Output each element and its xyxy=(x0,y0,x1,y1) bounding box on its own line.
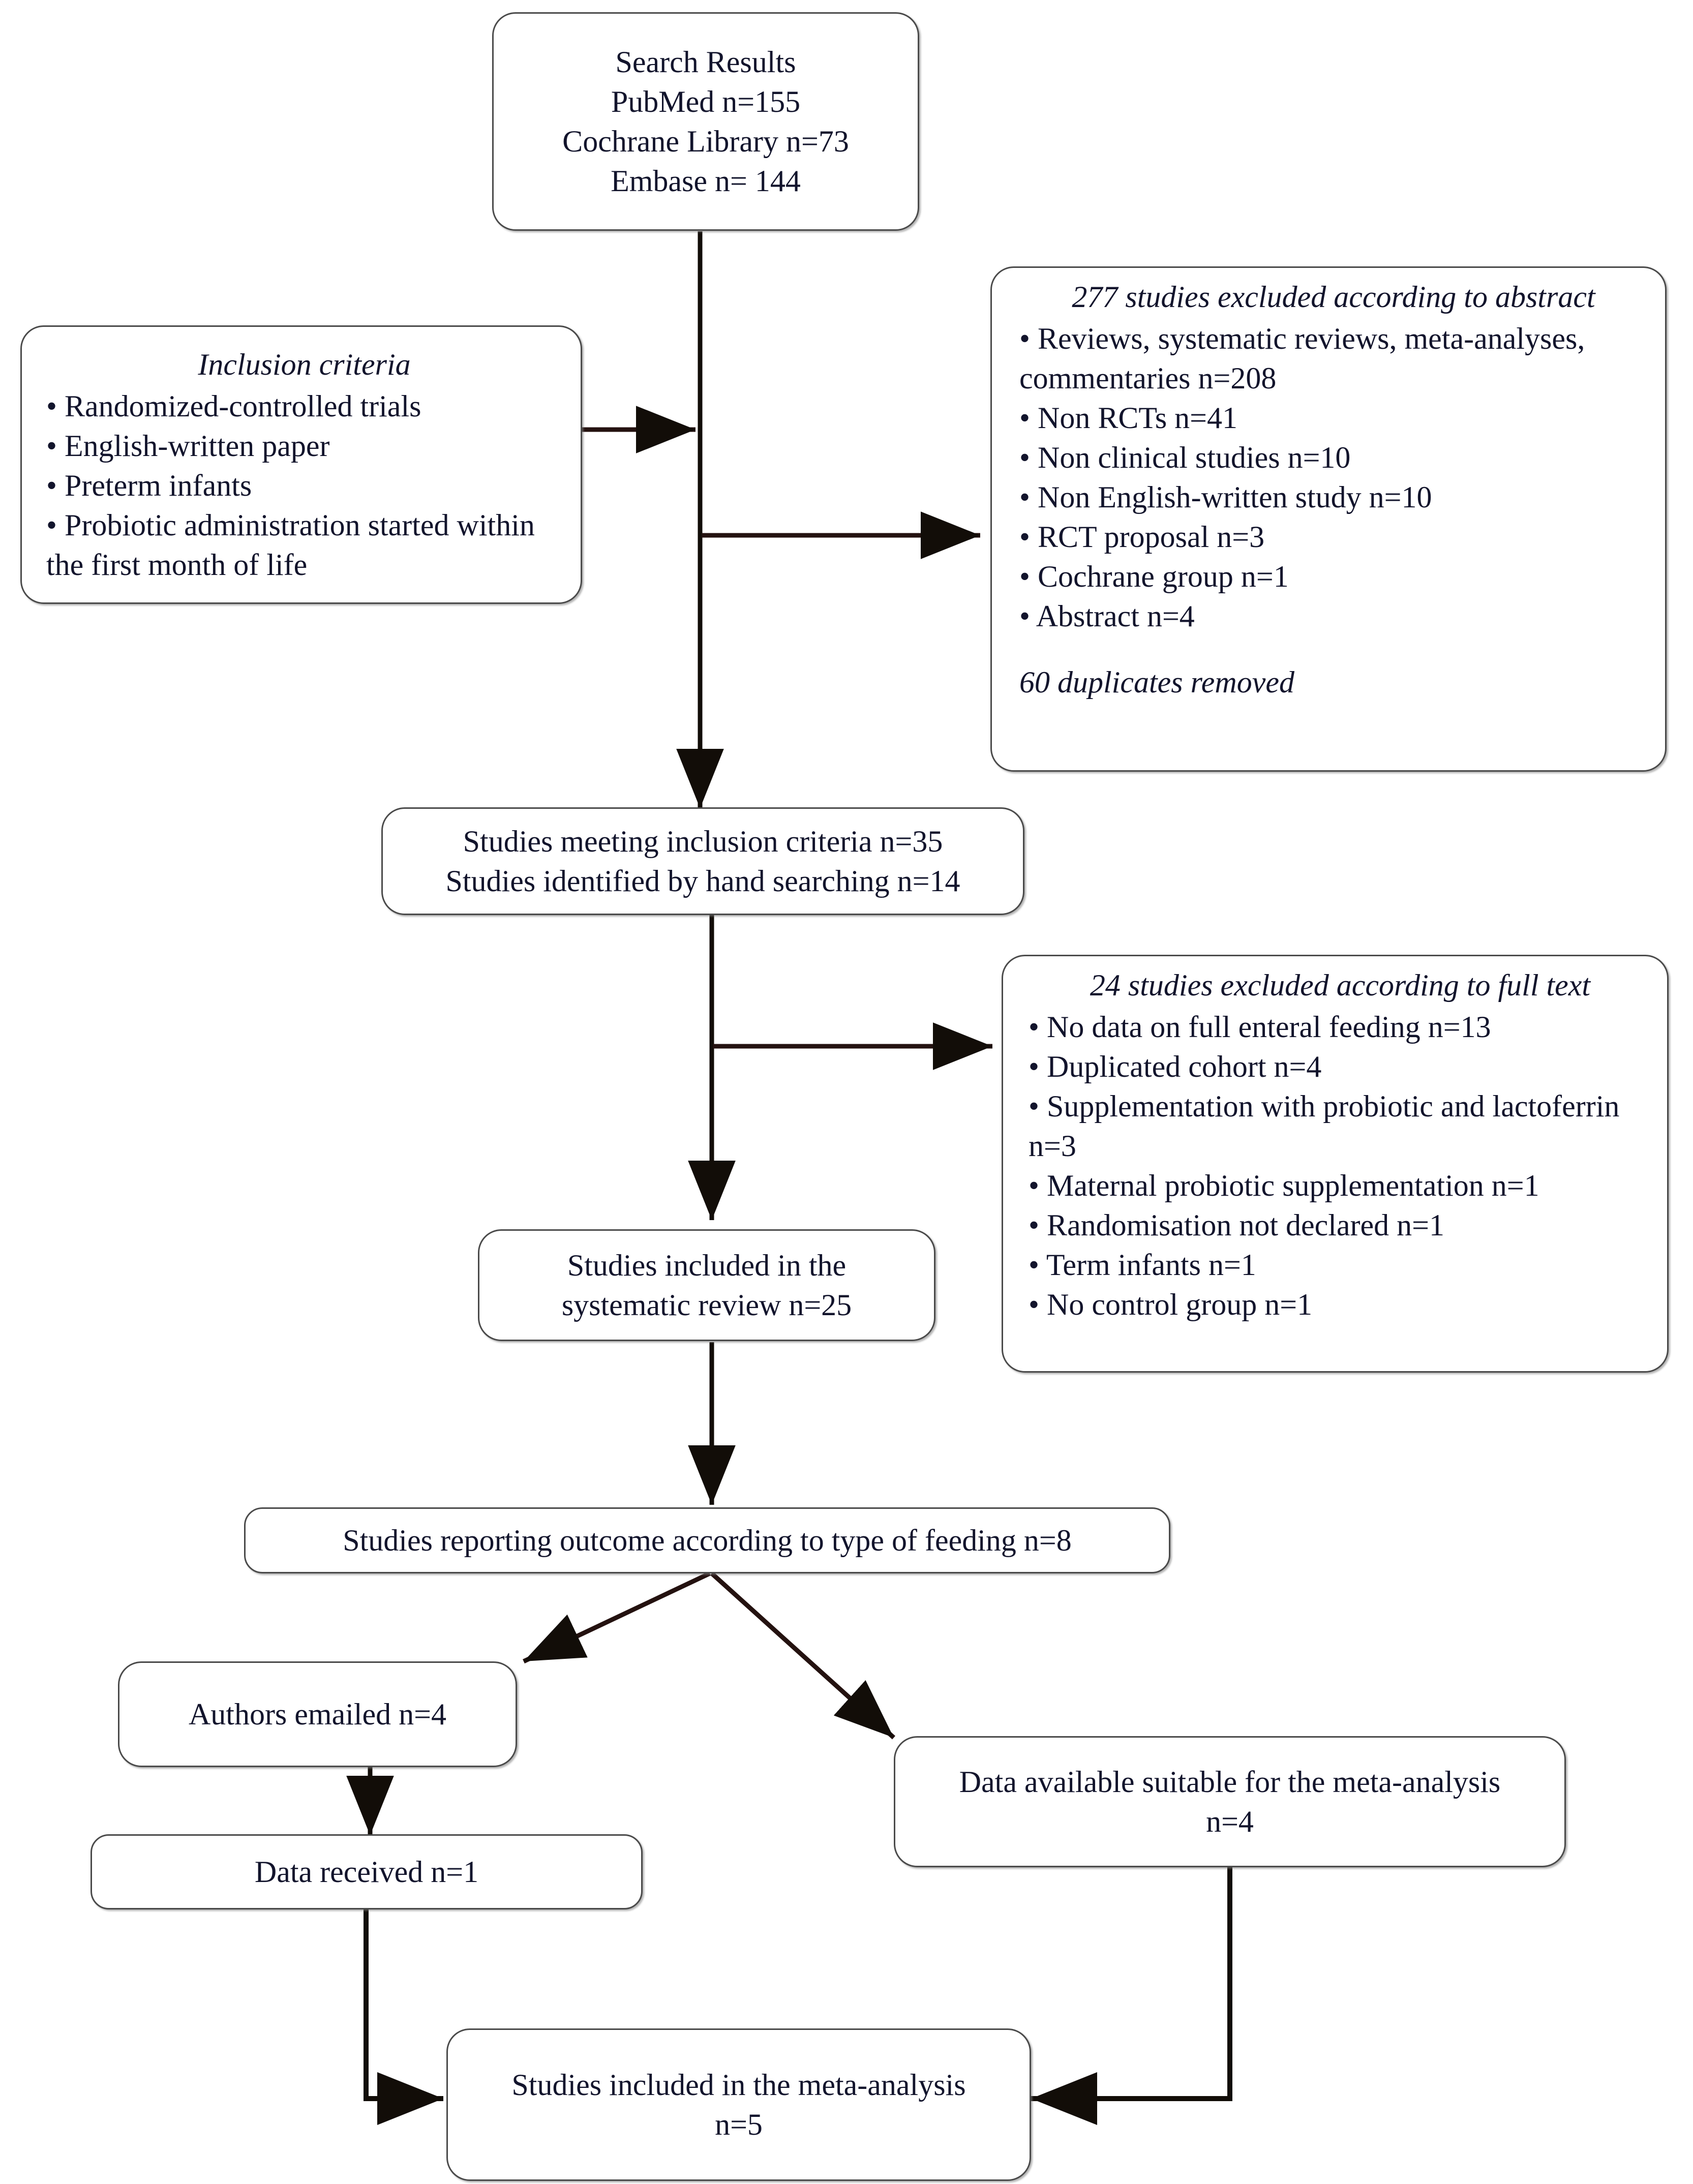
edge-data-received-to-meta xyxy=(364,1909,443,2126)
search-results-line-0: Search Results xyxy=(615,45,796,79)
node-data-received[interactable]: Data received n=1 xyxy=(90,1834,643,1909)
meeting-criteria-line-1: Studies identified by hand searching n=1… xyxy=(445,864,960,898)
meta-analysis-line-0: Studies included in the meta-analysis xyxy=(511,2068,966,2102)
excluded-abstract-item-0: • Reviews, systematic reviews, meta-anal… xyxy=(1019,322,1585,395)
data-available-line-1: n=4 xyxy=(1206,1805,1254,1838)
systematic-review-line-0: Studies included in the xyxy=(567,1249,846,1282)
excluded-abstract-item-4: • RCT proposal n=3 xyxy=(1019,520,1265,554)
node-meeting-inclusion-criteria[interactable]: Studies meeting inclusion criteria n=35 … xyxy=(381,807,1024,915)
data-available-line-0: Data available suitable for the meta-ana… xyxy=(959,1765,1501,1799)
search-results-line-2: Cochrane Library n=73 xyxy=(562,125,849,158)
systematic-review-line-1: systematic review n=25 xyxy=(561,1288,852,1322)
node-reporting-outcome[interactable]: Studies reporting outcome according to t… xyxy=(244,1507,1170,1573)
excluded-fulltext-item-5: • Term infants n=1 xyxy=(1029,1248,1256,1282)
node-authors-emailed[interactable]: Authors emailed n=4 xyxy=(118,1661,517,1767)
excluded-fulltext-item-3: • Maternal probiotic supplementation n=1 xyxy=(1029,1169,1539,1202)
excluded-fulltext-item-2: • Supplementation with probiotic and lac… xyxy=(1029,1089,1620,1163)
node-data-available[interactable]: Data available suitable for the meta-ana… xyxy=(894,1736,1566,1867)
authors-emailed-line-0: Authors emailed n=4 xyxy=(188,1697,447,1731)
node-excluded-by-abstract[interactable]: 277 studies excluded according to abstra… xyxy=(990,266,1667,772)
inclusion-criteria-heading: Inclusion criteria xyxy=(198,348,411,381)
excluded-abstract-item-6: • Abstract n=4 xyxy=(1019,599,1195,633)
edge-reporting-to-data-available xyxy=(710,1571,896,1740)
excluded-fulltext-item-6: • No control group n=1 xyxy=(1029,1288,1313,1321)
meeting-criteria-line-0: Studies meeting inclusion criteria n=35 xyxy=(463,825,943,858)
excluded-abstract-footer: 60 duplicates removed xyxy=(1019,665,1294,699)
meta-analysis-line-1: n=5 xyxy=(715,2108,763,2141)
node-systematic-review[interactable]: Studies included in the systematic revie… xyxy=(478,1229,935,1341)
spacer xyxy=(1019,636,1648,662)
inclusion-criteria-item-1: • English-written paper xyxy=(46,429,330,463)
node-meta-analysis[interactable]: Studies included in the meta-analysis n=… xyxy=(446,2028,1031,2181)
node-excluded-by-fulltext[interactable]: 24 studies excluded according to full te… xyxy=(1002,955,1669,1373)
search-results-line-3: Embase n= 144 xyxy=(611,164,801,198)
reporting-outcome-line-0: Studies reporting outcome according to t… xyxy=(343,1524,1072,1557)
excluded-fulltext-item-1: • Duplicated cohort n=4 xyxy=(1029,1050,1322,1083)
excluded-fulltext-heading: 24 studies excluded according to full te… xyxy=(1090,968,1591,1002)
excluded-abstract-item-5: • Cochrane group n=1 xyxy=(1019,560,1289,593)
excluded-abstract-item-1: • Non RCTs n=41 xyxy=(1019,401,1238,435)
node-inclusion-criteria[interactable]: Inclusion criteria • Randomized-controll… xyxy=(20,325,582,604)
search-results-line-1: PubMed n=155 xyxy=(611,85,801,118)
excluded-abstract-item-2: • Non clinical studies n=10 xyxy=(1019,441,1351,474)
data-received-line-0: Data received n=1 xyxy=(254,1855,479,1889)
inclusion-criteria-item-3: • Probiotic administration started withi… xyxy=(46,508,535,582)
edge-data-available-to-meta xyxy=(1031,1867,1232,2125)
excluded-fulltext-item-0: • No data on full enteral feeding n=13 xyxy=(1029,1010,1491,1044)
excluded-abstract-item-3: • Non English-written study n=10 xyxy=(1019,480,1432,514)
excluded-abstract-heading: 277 studies excluded according to abstra… xyxy=(1072,280,1595,314)
inclusion-criteria-item-2: • Preterm infants xyxy=(46,469,252,502)
edge-reporting-to-authors xyxy=(523,1571,711,1664)
excluded-fulltext-item-4: • Randomisation not declared n=1 xyxy=(1029,1208,1444,1242)
node-search-results[interactable]: Search Results PubMed n=155 Cochrane Lib… xyxy=(492,12,919,231)
inclusion-criteria-item-0: • Randomized-controlled trials xyxy=(46,389,421,423)
